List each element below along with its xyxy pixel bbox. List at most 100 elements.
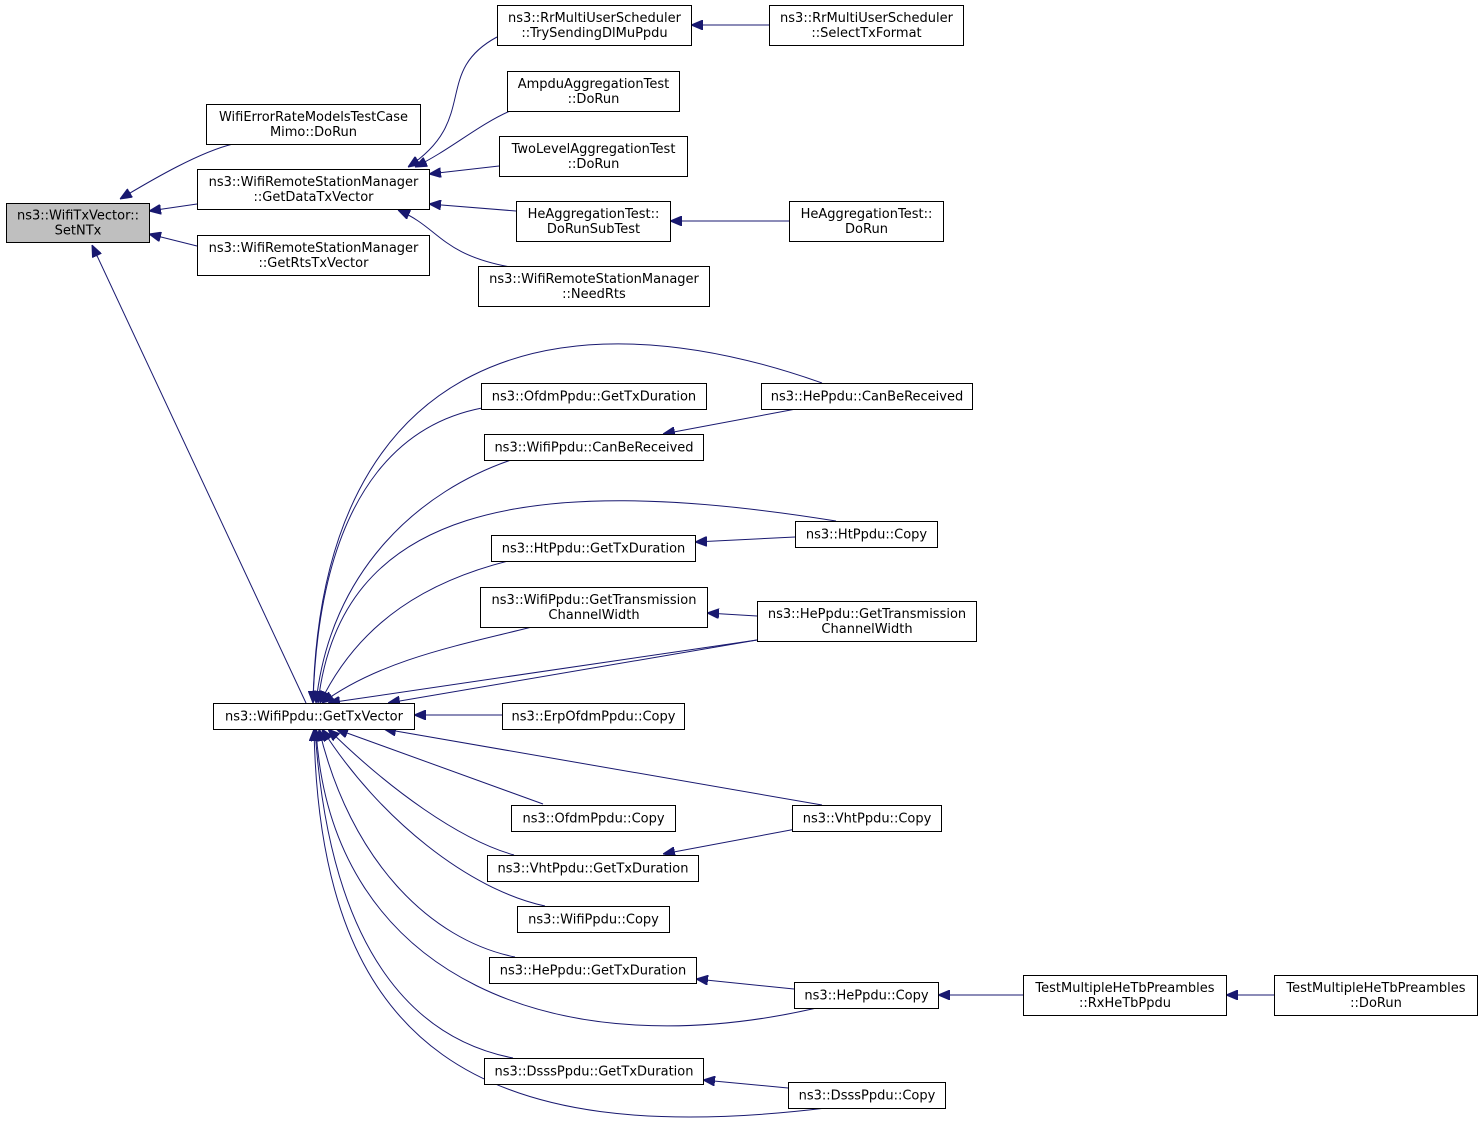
node-label: ns3::RrMultiUserScheduler xyxy=(780,11,954,26)
node-heppdu-canbereceived[interactable]: ns3::HePpdu::CanBeReceived xyxy=(761,383,973,410)
node-twolevel-dorun[interactable]: TwoLevelAggregationTest::DoRun xyxy=(499,136,688,177)
node-ofdmppdu-gettxduration[interactable]: ns3::OfdmPpdu::GetTxDuration xyxy=(481,383,707,410)
node-label: DoRunSubTest xyxy=(547,222,640,237)
node-heagg-dorunsubtest[interactable]: HeAggregationTest::DoRunSubTest xyxy=(516,201,671,242)
node-label: ns3::WifiTxVector:: xyxy=(17,209,139,224)
node-label: ns3::WifiPpdu::CanBeReceived xyxy=(494,441,693,456)
edge-heDur-getTx xyxy=(319,729,516,958)
node-label: ns3::OfdmPpdu::GetTxDuration xyxy=(492,390,696,405)
node-label: ::TrySendingDlMuPpdu xyxy=(521,26,667,41)
edge-ofdmDur-getTx xyxy=(313,407,483,703)
node-needrts[interactable]: ns3::WifiRemoteStationManager::NeedRts xyxy=(478,266,710,307)
node-rr-trysendingdlmuppdu[interactable]: ns3::RrMultiUserScheduler::TrySendingDlM… xyxy=(497,5,692,46)
edge-vhtCopy-getTx xyxy=(384,729,823,806)
node-label: WifiErrorRateModelsTestCase xyxy=(219,110,408,125)
node-label: ns3::WifiPpdu::Copy xyxy=(528,913,659,928)
edge-getRts-root xyxy=(149,234,198,247)
edge-dsssDur-getTx xyxy=(315,729,514,1059)
edge-htCopy-getTx xyxy=(318,500,837,703)
node-label: ::GetDataTxVector xyxy=(253,190,374,205)
node-label: ns3::WifiRemoteStationManager xyxy=(209,175,419,190)
node-getdatatxvector[interactable]: ns3::WifiRemoteStationManager::GetDataTx… xyxy=(197,169,430,210)
edge-rrTry-getData xyxy=(408,36,498,167)
node-label: ns3::HePpdu::CanBeReceived xyxy=(771,390,964,405)
node-testmultiple-dorun[interactable]: TestMultipleHeTbPreambles::DoRun xyxy=(1274,975,1478,1016)
node-erpofdmppdu-copy[interactable]: ns3::ErpOfdmPpdu::Copy xyxy=(502,703,685,730)
node-label: ns3::VhtPpdu::GetTxDuration xyxy=(498,862,689,877)
edge-htDur-getTx xyxy=(320,559,513,703)
node-wifippdu-copy[interactable]: ns3::WifiPpdu::Copy xyxy=(517,906,670,933)
node-label: ::NeedRts xyxy=(562,287,626,302)
edge-heCopy-heDur xyxy=(696,979,795,990)
edge-getTx-root xyxy=(92,245,307,704)
node-heagg-dorun[interactable]: HeAggregationTest::DoRun xyxy=(789,201,944,242)
node-label: AmpduAggregationTest xyxy=(518,77,669,92)
node-label: ::DoRun xyxy=(568,92,620,107)
edge-heCanRx-wifiCanRx xyxy=(663,408,797,434)
edge-heChW-getTx-2 xyxy=(388,639,758,703)
node-label: ns3::VhtPpdu::Copy xyxy=(803,812,932,827)
node-htppdu-copy[interactable]: ns3::HtPpdu::Copy xyxy=(795,521,938,548)
node-label: ns3::WifiPpdu::GetTransmission xyxy=(492,593,697,608)
node-wifitxvector-setntx[interactable]: ns3::WifiTxVector::SetNTx xyxy=(6,203,150,243)
edge-heCopy-getTx xyxy=(316,729,826,1027)
node-heppdu-copy[interactable]: ns3::HePpdu::Copy xyxy=(794,982,939,1009)
node-label: ns3::WifiRemoteStationManager xyxy=(489,272,699,287)
edge-ampdu-getData xyxy=(415,110,511,167)
node-wifippdu-canbereceived[interactable]: ns3::WifiPpdu::CanBeReceived xyxy=(484,434,704,461)
node-label: ns3::WifiPpdu::GetTxVector xyxy=(225,710,404,725)
node-vhtppdu-copy[interactable]: ns3::VhtPpdu::Copy xyxy=(792,805,942,832)
node-dsssppdu-copy[interactable]: ns3::DsssPpdu::Copy xyxy=(788,1082,946,1109)
edge-wifiChW-getTx xyxy=(322,626,533,703)
node-dsssppdu-gettxduration[interactable]: ns3::DsssPpdu::GetTxDuration xyxy=(484,1058,704,1085)
edge-wifiCanRx-getTx xyxy=(316,458,515,703)
edge-vhtDur-getTx xyxy=(328,729,515,856)
node-label: ns3::WifiRemoteStationManager xyxy=(209,241,419,256)
node-label: TwoLevelAggregationTest xyxy=(511,142,676,157)
edge-dsssCopy-getTx xyxy=(314,729,827,1118)
node-ofdmppdu-copy[interactable]: ns3::OfdmPpdu::Copy xyxy=(511,805,676,832)
node-label: ::SelectTxFormat xyxy=(811,26,921,41)
node-label: ns3::ErpOfdmPpdu::Copy xyxy=(512,710,676,725)
node-label: ns3::HePpdu::GetTxDuration xyxy=(500,964,686,979)
node-wifippdu-gettransmissionchannelwidth[interactable]: ns3::WifiPpdu::GetTransmissionChannelWid… xyxy=(480,587,708,628)
node-label: HeAggregationTest:: xyxy=(801,207,933,222)
node-htppdu-gettxduration[interactable]: ns3::HtPpdu::GetTxDuration xyxy=(491,535,696,562)
edge-ofdmCopy-getTx xyxy=(336,729,544,805)
nodes: ns3::WifiTxVector::SetNTx WifiErrorRateM… xyxy=(6,5,1478,1109)
edge-dsssCopy-dsssDur xyxy=(703,1080,789,1089)
node-label: ChannelWidth xyxy=(821,622,912,637)
node-label: ns3::OfdmPpdu::Copy xyxy=(522,812,664,827)
node-testmultiple-rxhetbppdu[interactable]: TestMultipleHeTbPreambles::RxHeTbPpdu xyxy=(1023,975,1227,1016)
node-getrtstxvector[interactable]: ns3::WifiRemoteStationManager::GetRtsTxV… xyxy=(197,235,430,276)
node-label: ::DoRun xyxy=(568,157,620,172)
node-label: ns3::HtPpdu::GetTxDuration xyxy=(502,542,686,557)
node-label: ::RxHeTbPpdu xyxy=(1079,996,1171,1011)
node-label: ns3::DsssPpdu::GetTxDuration xyxy=(495,1065,694,1080)
edge-heChW-wifiChW xyxy=(707,613,758,616)
edge-needRts-getData xyxy=(398,210,511,268)
node-label: SetNTx xyxy=(55,224,102,239)
node-label: ns3::DsssPpdu::Copy xyxy=(799,1089,936,1104)
edge-heCanRx-getTx xyxy=(313,343,823,703)
node-label: ns3::HePpdu::Copy xyxy=(804,989,928,1004)
edge-wifiCopy-getTx xyxy=(322,729,546,907)
edge-twoLvl-getData xyxy=(429,165,500,174)
node-heppdu-gettxduration[interactable]: ns3::HePpdu::GetTxDuration xyxy=(489,957,697,984)
node-label: ns3::HePpdu::GetTransmission xyxy=(768,607,966,622)
node-label: HeAggregationTest:: xyxy=(528,207,660,222)
edges xyxy=(92,25,1274,1118)
node-label: ChannelWidth xyxy=(548,608,639,623)
node-label: TestMultipleHeTbPreambles xyxy=(1285,981,1465,996)
edge-getData-root xyxy=(149,203,198,211)
edge-vhtCopy-vhtDur xyxy=(663,828,797,854)
node-vhtppdu-gettxduration[interactable]: ns3::VhtPpdu::GetTxDuration xyxy=(487,855,699,882)
node-label: ::GetRtsTxVector xyxy=(259,256,370,271)
edge-heChW-getTx xyxy=(328,639,758,703)
node-rr-selecttxformat[interactable]: ns3::RrMultiUserScheduler::SelectTxForma… xyxy=(769,5,964,46)
node-wifippdu-gettxvector[interactable]: ns3::WifiPpdu::GetTxVector xyxy=(213,703,415,730)
node-ampdu-dorun[interactable]: AmpduAggregationTest::DoRun xyxy=(507,71,680,112)
